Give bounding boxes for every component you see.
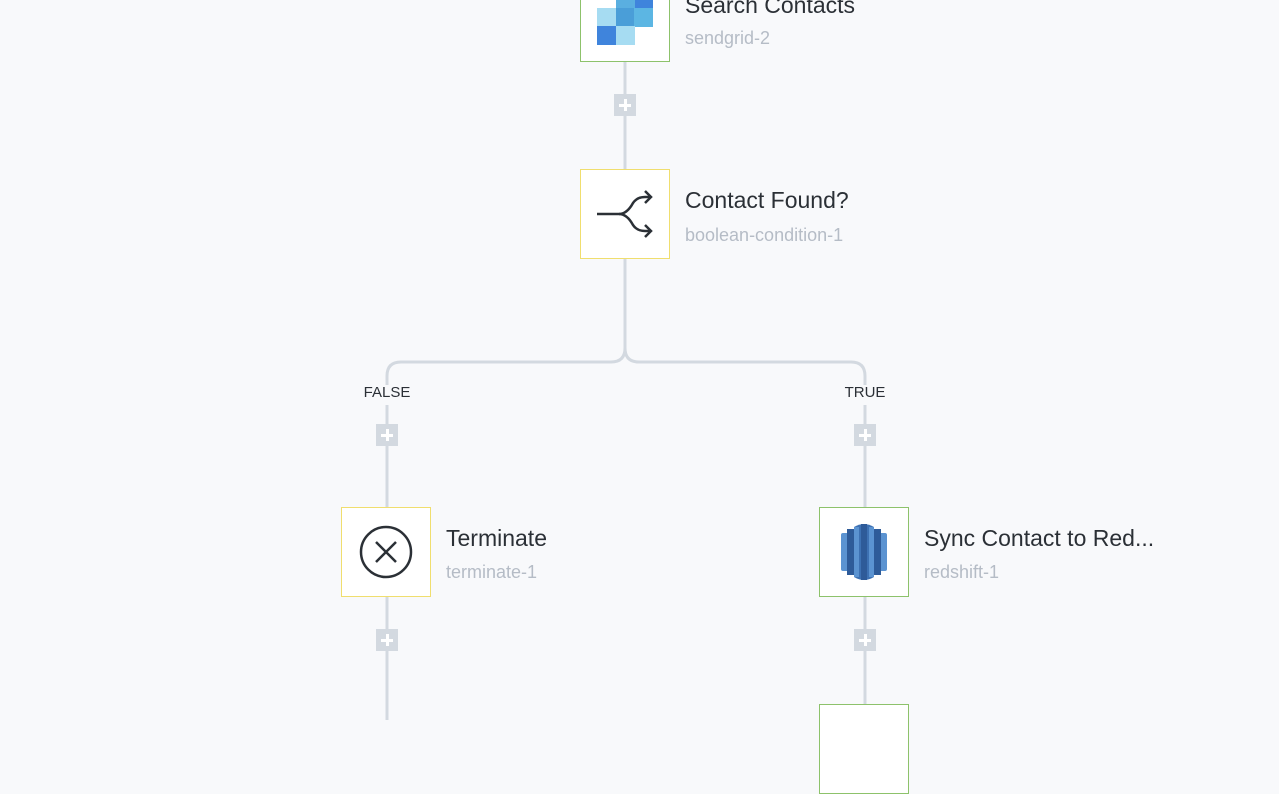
true-branch-label: TRUE <box>844 384 886 401</box>
next-step-node[interactable] <box>819 704 909 794</box>
false-branch-label: FALSE <box>363 384 411 401</box>
node-title: Terminate <box>446 525 547 551</box>
branch-icon <box>597 190 653 238</box>
add-step-true-button[interactable] <box>854 424 876 446</box>
node-id: sendgrid-2 <box>685 28 771 48</box>
node-title: Contact Found? <box>685 187 849 213</box>
add-step-button[interactable] <box>614 94 636 116</box>
add-step-after-terminate-button[interactable] <box>376 629 398 651</box>
sendgrid-step-node[interactable] <box>580 0 670 62</box>
close-circle-icon <box>359 525 413 579</box>
node-title: Search Contacts <box>685 0 856 18</box>
node-id: boolean-condition-1 <box>685 225 844 245</box>
boolean-condition-node[interactable] <box>580 169 670 259</box>
redshift-icon <box>841 524 887 580</box>
redshift-step-node[interactable] <box>819 507 909 597</box>
node-title: Sync Contact to Red... <box>924 525 1155 551</box>
terminate-node[interactable] <box>341 507 431 597</box>
sendgrid-icon <box>597 0 653 45</box>
add-step-after-redshift-button[interactable] <box>854 629 876 651</box>
node-id: redshift-1 <box>924 562 1000 582</box>
node-id: terminate-1 <box>446 562 538 582</box>
connector-lines <box>385 62 867 720</box>
add-step-false-button[interactable] <box>376 424 398 446</box>
